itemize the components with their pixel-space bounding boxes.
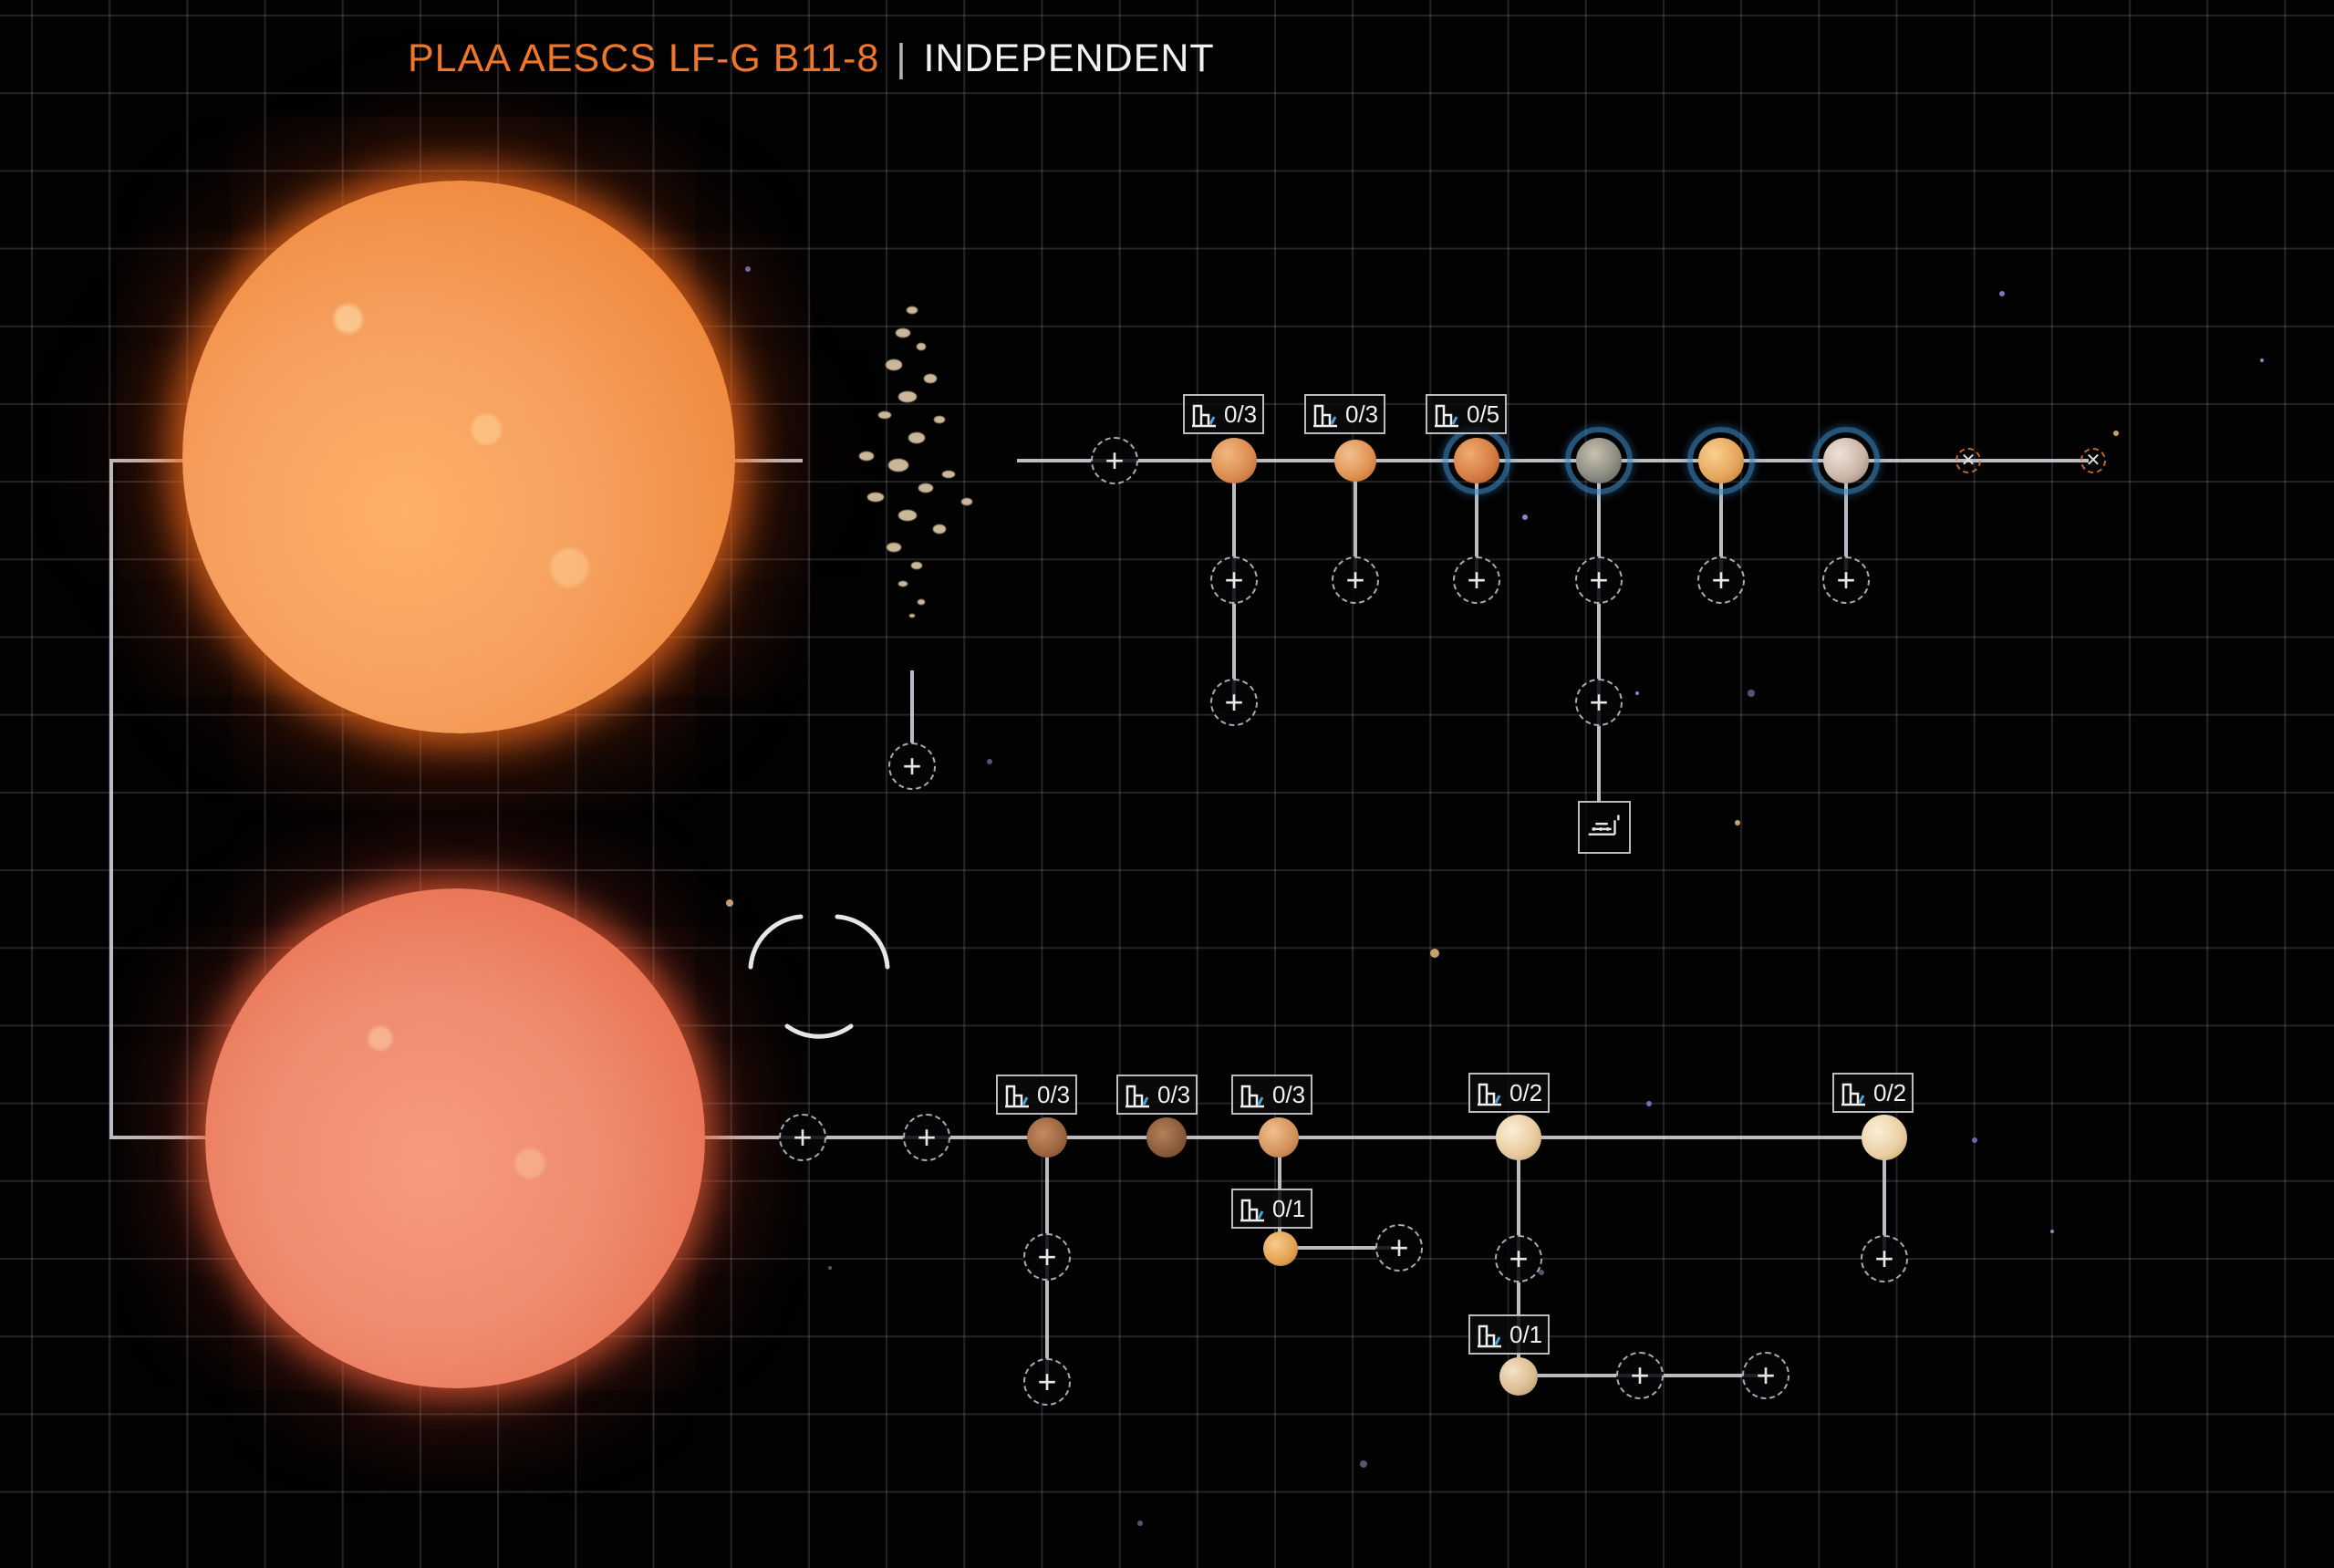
add-body-button[interactable]: + (1332, 556, 1379, 604)
add-body-button[interactable]: + (1495, 1235, 1542, 1282)
settlement-slots-count: 0/3 (1272, 1080, 1306, 1108)
add-body-button[interactable]: + (1697, 556, 1745, 604)
planet-b3[interactable] (1259, 1117, 1299, 1158)
settlement-slot-icon (1435, 404, 1458, 428)
add-body-button[interactable]: + (1023, 1233, 1071, 1281)
add-body-button[interactable]: + (1210, 679, 1258, 726)
add-body-button[interactable]: + (1616, 1352, 1664, 1399)
add-belt-child-button[interactable]: + (888, 742, 936, 790)
add-body-button[interactable]: + (1091, 437, 1138, 484)
settlement-slots-count: 0/2 (1509, 1078, 1543, 1106)
surface-settlement-icon[interactable] (1578, 801, 1631, 854)
add-body-button[interactable]: + (1575, 679, 1623, 726)
settlement-slots-count: 0/3 (1157, 1080, 1191, 1108)
primary-star[interactable] (182, 181, 735, 733)
planet-b4[interactable] (1496, 1115, 1541, 1160)
settlement-slot-icon (1478, 1083, 1501, 1106)
settlement-slots-count: 0/1 (1509, 1320, 1543, 1348)
planet-b1[interactable] (1027, 1117, 1067, 1158)
settlement-slots-badge: 0/1 (1231, 1189, 1313, 1229)
moon-b3a[interactable] (1263, 1231, 1298, 1266)
settlement-slots-badge: 0/3 (1304, 394, 1386, 434)
add-body-button[interactable]: + (779, 1114, 826, 1161)
planet-a1[interactable] (1211, 438, 1257, 483)
settlement-slots-badge: 0/3 (1116, 1075, 1198, 1115)
settlement-slot-icon (1240, 1085, 1264, 1108)
add-body-button[interactable]: + (1822, 556, 1870, 604)
planet-a2[interactable] (1334, 440, 1376, 482)
add-body-button[interactable]: + (1023, 1358, 1071, 1406)
station-slot-icon[interactable]: ✕ (1955, 448, 1981, 473)
planet-a4[interactable] (1565, 427, 1633, 494)
settlement-slots-badge: 0/3 (996, 1075, 1078, 1115)
settlement-slots-badge: 0/1 (1468, 1314, 1551, 1355)
settlement-slots-badge: 0/2 (1468, 1073, 1551, 1113)
add-body-button[interactable]: + (1861, 1235, 1908, 1282)
add-body-button[interactable]: + (1375, 1224, 1423, 1272)
settlement-slot-icon (1126, 1085, 1149, 1108)
add-body-button[interactable]: + (1210, 556, 1258, 604)
header-separator: | (896, 36, 908, 80)
planet-a5[interactable] (1687, 427, 1755, 494)
settlement-slots-count: 0/3 (1345, 400, 1379, 428)
settlement-slots-count: 0/2 (1873, 1078, 1907, 1106)
secondary-star[interactable] (205, 888, 705, 1388)
station-slot-icon[interactable]: ✕ (2080, 448, 2106, 473)
settlement-slots-badge: 0/3 (1183, 394, 1265, 434)
settlement-slot-icon (1841, 1083, 1865, 1106)
planet-a3[interactable] (1443, 427, 1510, 494)
settlement-slots-count: 0/1 (1272, 1194, 1306, 1222)
planet-a6[interactable] (1812, 427, 1880, 494)
settlement-slots-count: 0/5 (1467, 400, 1500, 428)
settlement-slots-badge: 0/3 (1231, 1075, 1313, 1115)
asteroid-belt[interactable] (839, 292, 985, 629)
settlement-slot-icon (1192, 404, 1216, 428)
planet-b2[interactable] (1146, 1117, 1187, 1158)
settlement-slot-icon (1478, 1324, 1501, 1348)
add-body-button[interactable]: + (903, 1114, 950, 1161)
system-header: PLAA AESCS LF-G B11-8 | INDEPENDENT (408, 36, 1215, 91)
system-name: PLAA AESCS LF-G B11-8 (408, 36, 880, 80)
settlement-slots-badge: 0/2 (1832, 1073, 1914, 1113)
add-body-button[interactable]: + (1575, 556, 1623, 604)
settlement-slot-icon (1240, 1199, 1264, 1222)
planet-b5[interactable] (1862, 1115, 1907, 1160)
settlement-slot-icon (1313, 404, 1337, 428)
settlement-slots-badge: 0/5 (1426, 394, 1508, 434)
settlement-slot-icon (1005, 1085, 1029, 1108)
barycentre-reticle[interactable] (737, 898, 901, 1044)
add-body-button[interactable]: + (1453, 556, 1500, 604)
system-allegiance: INDEPENDENT (923, 36, 1215, 80)
settlement-slots-count: 0/3 (1037, 1080, 1071, 1108)
add-body-button[interactable]: + (1742, 1352, 1789, 1399)
settlement-slots-count: 0/3 (1224, 400, 1258, 428)
moon-b4a[interactable] (1499, 1357, 1538, 1396)
